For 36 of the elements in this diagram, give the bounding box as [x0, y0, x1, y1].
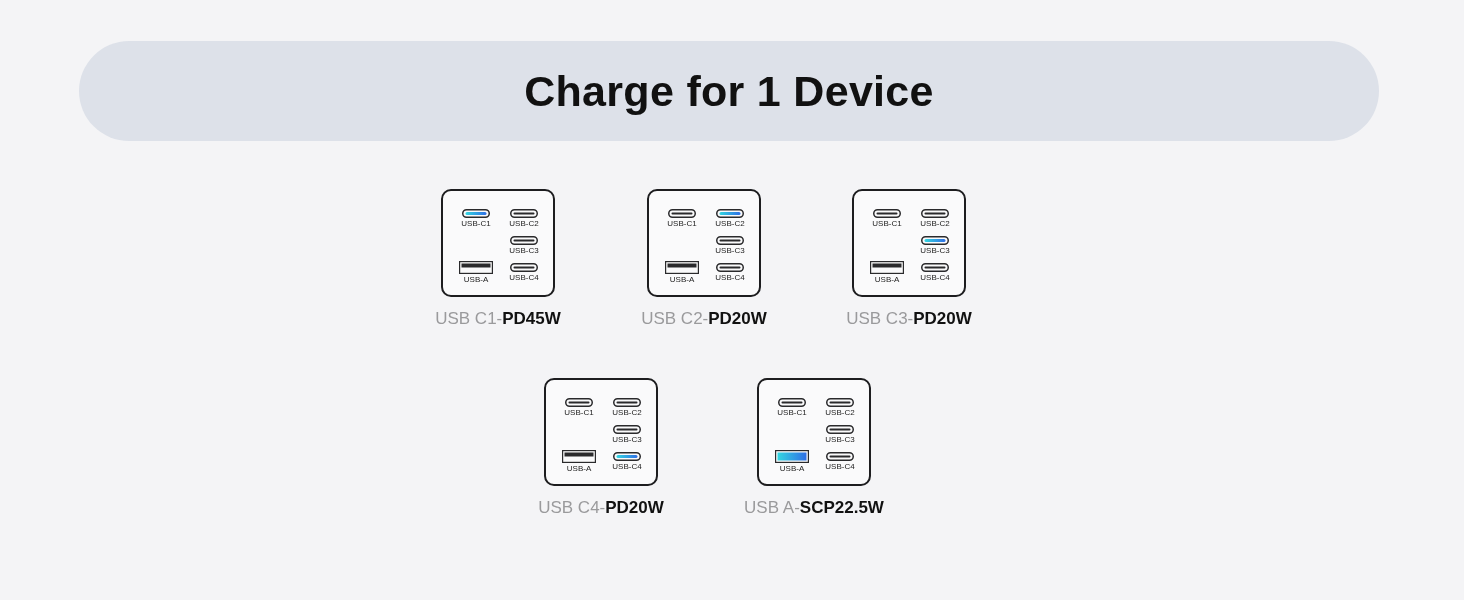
- charger-box: [757, 378, 871, 486]
- port-label: USB-A: [669, 275, 695, 284]
- port-label: USB-A: [463, 275, 489, 284]
- port-label: USB-C1: [872, 219, 902, 228]
- port-label: USB-C2: [825, 408, 855, 417]
- port-label: USB-C2: [509, 219, 539, 228]
- title: Charge for 1 Device: [524, 66, 934, 116]
- port-label: USB-C4: [612, 462, 642, 471]
- port-power-caption: USB C3-PD20W: [846, 309, 972, 329]
- port-label: USB-C3: [920, 246, 950, 255]
- charger-box: [852, 189, 966, 297]
- port-label: USB-C2: [612, 408, 642, 417]
- charger-box: [647, 189, 761, 297]
- port-label: USB-A: [779, 464, 805, 473]
- port-power-caption: USB C4-PD20W: [538, 498, 664, 518]
- charger-box: [544, 378, 658, 486]
- port-label: USB-C3: [612, 435, 642, 444]
- port-power-caption: USB A-SCP22.5W: [744, 498, 884, 518]
- port-label: USB-A: [566, 464, 592, 473]
- port-label: USB-C3: [715, 246, 745, 255]
- port-label: USB-A: [874, 275, 900, 284]
- charger-box: [441, 189, 555, 297]
- port-label: USB-C4: [920, 273, 950, 282]
- port-label: USB-C3: [825, 435, 855, 444]
- port-label: USB-C4: [715, 273, 745, 282]
- port-label: USB-C1: [461, 219, 491, 228]
- port-label: USB-C1: [564, 408, 594, 417]
- port-label: USB-C4: [509, 273, 539, 282]
- port-power-caption: USB C1-PD45W: [435, 309, 561, 329]
- port-power-caption: USB C2-PD20W: [641, 309, 767, 329]
- port-label: USB-C1: [777, 408, 807, 417]
- port-label: USB-C2: [920, 219, 950, 228]
- port-label: USB-C3: [509, 246, 539, 255]
- port-label: USB-C2: [715, 219, 745, 228]
- port-label: USB-C1: [667, 219, 697, 228]
- port-label: USB-C4: [825, 462, 855, 471]
